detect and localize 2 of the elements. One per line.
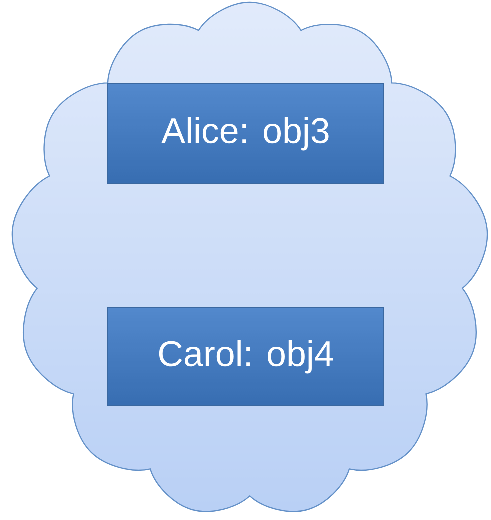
label-box: Alice: obj3 [108,84,384,184]
label-box: Carol: obj4 [108,308,384,406]
